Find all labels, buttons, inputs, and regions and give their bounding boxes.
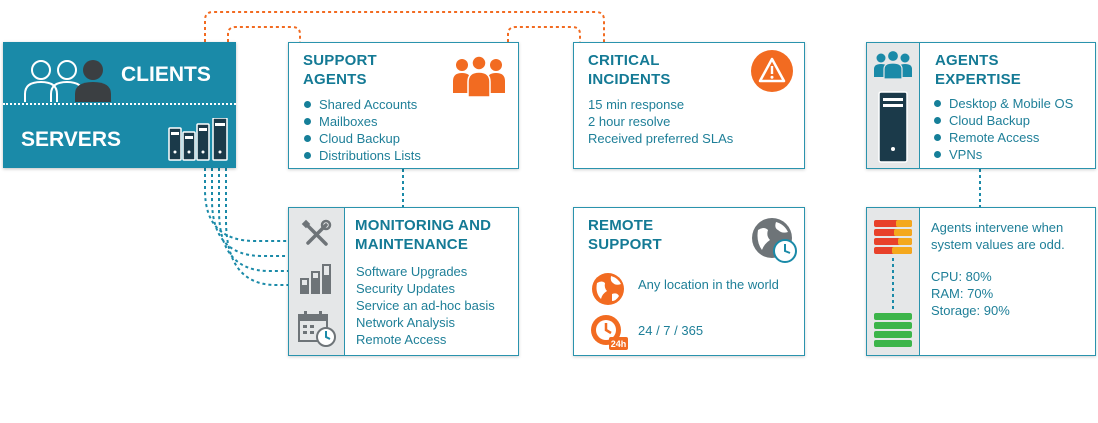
list-item: Cloud Backup [303, 130, 421, 147]
dotted-link-icon [892, 258, 894, 310]
monitoring-lines: Software Upgrades Security Updates Servi… [356, 263, 495, 348]
critical-incidents-lines: 15 min response 2 hour resolve Received … [588, 96, 733, 147]
monitoring-title: MONITORING AND MAINTENANCE [355, 217, 492, 253]
support-agents-card: SUPPORT AGENTS Shared Accounts Mailboxes… [288, 42, 519, 169]
teal-connector-4 [225, 168, 288, 286]
intervene-text: Agents intervene when system values are … [931, 219, 1065, 253]
teal-connector-2 [211, 168, 288, 257]
agents-expertise-list: Desktop & Mobile OS Cloud Backup Remote … [933, 95, 1073, 163]
clients-label: CLIENTS [121, 63, 211, 86]
remote-support-title: REMOTE SUPPORT [588, 217, 662, 253]
clients-servers-divider [3, 103, 236, 105]
agents-group-icon [874, 49, 912, 79]
orange-connector-inner [227, 26, 301, 42]
calendar-clock-icon [298, 311, 336, 347]
storage-value: Storage: 90% [931, 303, 1010, 318]
list-item: VPNs [933, 146, 1073, 163]
system-values: CPU: 80% RAM: 70% Storage: 90% [931, 268, 1010, 319]
teal-connector-1 [204, 168, 288, 242]
intervene-line: Agents intervene when [931, 220, 1064, 235]
globe-clock-icon [752, 218, 797, 263]
location-text: Any location in the world [638, 277, 779, 292]
warning-icon [751, 50, 793, 92]
list-item: Service an ad-hoc basis [356, 298, 495, 313]
critical-incidents-title: CRITICAL INCIDENTS [588, 52, 671, 88]
teal-connector-3 [218, 168, 288, 272]
ram-value: RAM: 70% [931, 286, 994, 301]
server-tower-icon [878, 91, 908, 163]
monitoring-card: MONITORING AND MAINTENANCE Software Upgr… [288, 207, 519, 356]
servers-icon [168, 118, 228, 161]
list-item: Mailboxes [303, 113, 421, 130]
sla-line: 2 hour resolve [588, 114, 671, 129]
status-bars-top-icon [874, 220, 912, 254]
list-item: Distributions Lists [303, 147, 421, 164]
list-item: Remote Access [933, 129, 1073, 146]
bar-chart-icon [300, 264, 331, 294]
agents-expertise-card: AGENTS EXPERTISE Desktop & Mobile OS Clo… [866, 42, 1096, 169]
hours-text: 24 / 7 / 365 [638, 323, 704, 338]
intervene-line: system values are odd. [931, 237, 1065, 252]
orange-connector-middle [507, 26, 581, 42]
agents-expertise-sidebar [867, 43, 920, 168]
support-agents-list: Shared Accounts Mailboxes Cloud Backup D… [303, 96, 421, 164]
agents-intervene-card: Agents intervene when system values are … [866, 207, 1096, 356]
badge-24h-text: 24h [611, 339, 627, 349]
agents-expertise-title: AGENTS EXPERTISE [935, 52, 1021, 88]
list-item: Network Analysis [356, 315, 455, 330]
intervene-sidebar [867, 208, 920, 355]
sla-line: 15 min response [588, 97, 685, 112]
sla-line: Received preferred SLAs [588, 131, 734, 146]
list-item: Security Updates [356, 281, 455, 296]
list-item: Remote Access [356, 332, 447, 347]
critical-incidents-card: CRITICAL INCIDENTS 15 min response 2 hou… [573, 42, 805, 169]
list-item: Shared Accounts [303, 96, 421, 113]
orange-connector-outer [204, 11, 605, 42]
team-people-icon [453, 55, 505, 97]
clock-24h-icon: 24h [591, 315, 628, 350]
globe-icon [592, 273, 624, 305]
list-item: Desktop & Mobile OS [933, 95, 1073, 112]
list-item: Cloud Backup [933, 112, 1073, 129]
list-item: Software Upgrades [356, 264, 468, 279]
status-bars-bottom-icon [874, 313, 912, 347]
users-group-icon [24, 60, 111, 102]
cpu-value: CPU: 80% [931, 269, 992, 284]
servers-label: SERVERS [21, 128, 121, 151]
clients-servers-panel: CLIENTS SERVERS [3, 42, 236, 168]
monitoring-sidebar [289, 208, 345, 355]
tools-icon [301, 219, 332, 246]
remote-support-card: REMOTE SUPPORT Any location in the world… [573, 207, 805, 356]
support-agents-title: SUPPORT AGENTS [303, 52, 377, 88]
